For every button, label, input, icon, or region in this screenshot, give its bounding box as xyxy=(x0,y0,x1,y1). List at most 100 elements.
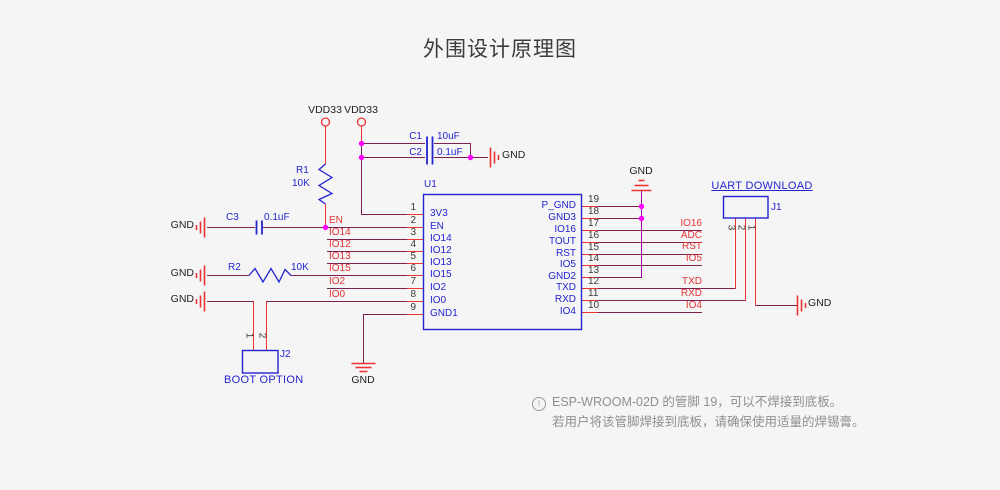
u1-pin-number: 9 xyxy=(410,302,416,313)
u1-ref: U1 xyxy=(424,179,437,190)
net-label: IO12 xyxy=(329,239,351,250)
u1-pin-number: 16 xyxy=(588,230,600,241)
gnd-label: GND xyxy=(629,165,653,177)
gnd-symbol-icon xyxy=(796,295,807,316)
net-label: ADC xyxy=(680,230,702,241)
u1-pin-name: GND3 xyxy=(548,212,576,223)
u1-pin-number: 19 xyxy=(588,194,600,205)
u1-pin-name: IO16 xyxy=(554,224,576,235)
component-bodies xyxy=(241,136,769,374)
u1-pin-number: 8 xyxy=(410,289,416,300)
gnd-label: GND xyxy=(351,374,375,386)
page-title: 外围设计原理图 xyxy=(423,38,577,61)
u1-pin-number: 7 xyxy=(410,276,416,287)
u1-pin-name: IO12 xyxy=(430,245,452,256)
u1-pin-number: 2 xyxy=(410,215,416,226)
j1-ref: J1 xyxy=(771,202,782,213)
c3-ref: C3 xyxy=(226,212,239,223)
u1-pin-number: 15 xyxy=(588,242,600,253)
gnd-symbol-icon xyxy=(195,265,206,286)
u1-pin-number: 17 xyxy=(588,218,600,229)
j1-pin-number: 1 xyxy=(745,224,757,231)
j1-title: UART DOWNLOAD xyxy=(711,180,813,192)
c2-value: 0.1uF xyxy=(437,147,463,158)
c1-capacitor xyxy=(426,136,434,151)
r2-value: 10K xyxy=(291,262,309,273)
u1-pin-name: EN xyxy=(430,221,444,232)
net-label: IO2 xyxy=(329,276,346,287)
u1-pin-name: IO13 xyxy=(430,257,452,268)
u1-pin-name: GND2 xyxy=(548,271,576,282)
c3-value: 0.1uF xyxy=(264,212,290,223)
vdd33-label: VDD33 xyxy=(344,104,378,116)
info-circle-icon: ! xyxy=(532,397,546,411)
u1-pin-name: IO14 xyxy=(430,233,452,244)
j2-pin-number: 2 xyxy=(256,332,268,339)
net-label: EN xyxy=(329,215,343,226)
c1-ref: C1 xyxy=(409,131,422,142)
gnd-label: GND xyxy=(502,149,526,161)
u1-pin-number: 5 xyxy=(410,251,416,262)
r2-resistor xyxy=(248,267,292,284)
c1-value: 10uF xyxy=(437,131,460,142)
vdd33-power-symbols xyxy=(320,117,367,127)
gnd-label: GND xyxy=(170,219,194,231)
u1-pin-name: IO4 xyxy=(559,306,576,317)
u1-pin-number: 11 xyxy=(588,288,599,299)
j1-body xyxy=(722,195,769,219)
net-label: TXD xyxy=(682,276,702,287)
net-label: RXD xyxy=(680,288,702,299)
net-label: IO14 xyxy=(329,227,351,238)
u1-pin-name: IO5 xyxy=(559,259,576,270)
r1-ref: R1 xyxy=(296,165,309,176)
j2-title: BOOT OPTION xyxy=(224,374,304,386)
junction-dots xyxy=(322,140,645,231)
u1-pin-name: IO2 xyxy=(430,282,447,293)
net-label: IO15 xyxy=(329,263,351,274)
gnd-symbol-icon xyxy=(351,362,376,373)
gnd-label: GND xyxy=(808,297,832,309)
vdd33-circle-icon xyxy=(320,117,331,127)
net-label: IO13 xyxy=(329,251,351,262)
net-label: IO4 xyxy=(685,300,702,311)
u1-pin-name: RXD xyxy=(554,294,576,305)
net-label: RST xyxy=(682,241,702,252)
net-wires xyxy=(207,143,797,363)
gnd-symbol-icon xyxy=(195,217,206,238)
net-label: IO0 xyxy=(329,289,346,300)
gnd-symbol-icon xyxy=(631,179,652,192)
r1-resistor xyxy=(317,163,334,205)
u1-pin-name: RST xyxy=(556,248,576,259)
gnd-symbol-icon xyxy=(489,147,500,168)
net-label: IO16 xyxy=(680,218,702,229)
u1-body xyxy=(422,193,583,331)
u1-pin-number: 4 xyxy=(410,239,416,250)
vdd33-label: VDD33 xyxy=(308,104,342,116)
vdd33-circle-icon xyxy=(356,117,367,127)
c3-capacitor xyxy=(255,220,263,235)
u1-pin-number: 18 xyxy=(588,206,600,217)
gnd-symbol-icon xyxy=(195,291,206,312)
u1-pin-name: P_GND xyxy=(541,200,576,211)
u1-pin-name: IO0 xyxy=(430,295,447,306)
j2-body xyxy=(241,349,279,374)
u1-pin-number: 14 xyxy=(588,253,600,264)
note-line-1: ESP-WROOM-02D 的管脚 19，可以不焊接到底板。 xyxy=(552,395,843,409)
gnd-label: GND xyxy=(170,267,194,279)
u1-pin-number: 6 xyxy=(410,263,416,274)
pin-stubs xyxy=(253,126,756,350)
u1-pin-name: TXD xyxy=(556,282,576,293)
r1-value: 10K xyxy=(292,178,310,189)
u1-pin-number: 3 xyxy=(410,227,416,238)
net-label: IO5 xyxy=(685,253,702,264)
u1-pin-name: IO15 xyxy=(430,269,452,280)
u1-pin-number: 10 xyxy=(588,300,600,311)
u1-pin-number: 13 xyxy=(588,265,600,276)
j2-pin-number: 1 xyxy=(243,332,255,339)
u1-pin-name: GND1 xyxy=(430,308,458,319)
c2-ref: C2 xyxy=(409,147,422,158)
u1-pin-name: TOUT xyxy=(548,236,576,247)
j2-ref: J2 xyxy=(280,349,291,360)
gnd-label: GND xyxy=(170,293,194,305)
